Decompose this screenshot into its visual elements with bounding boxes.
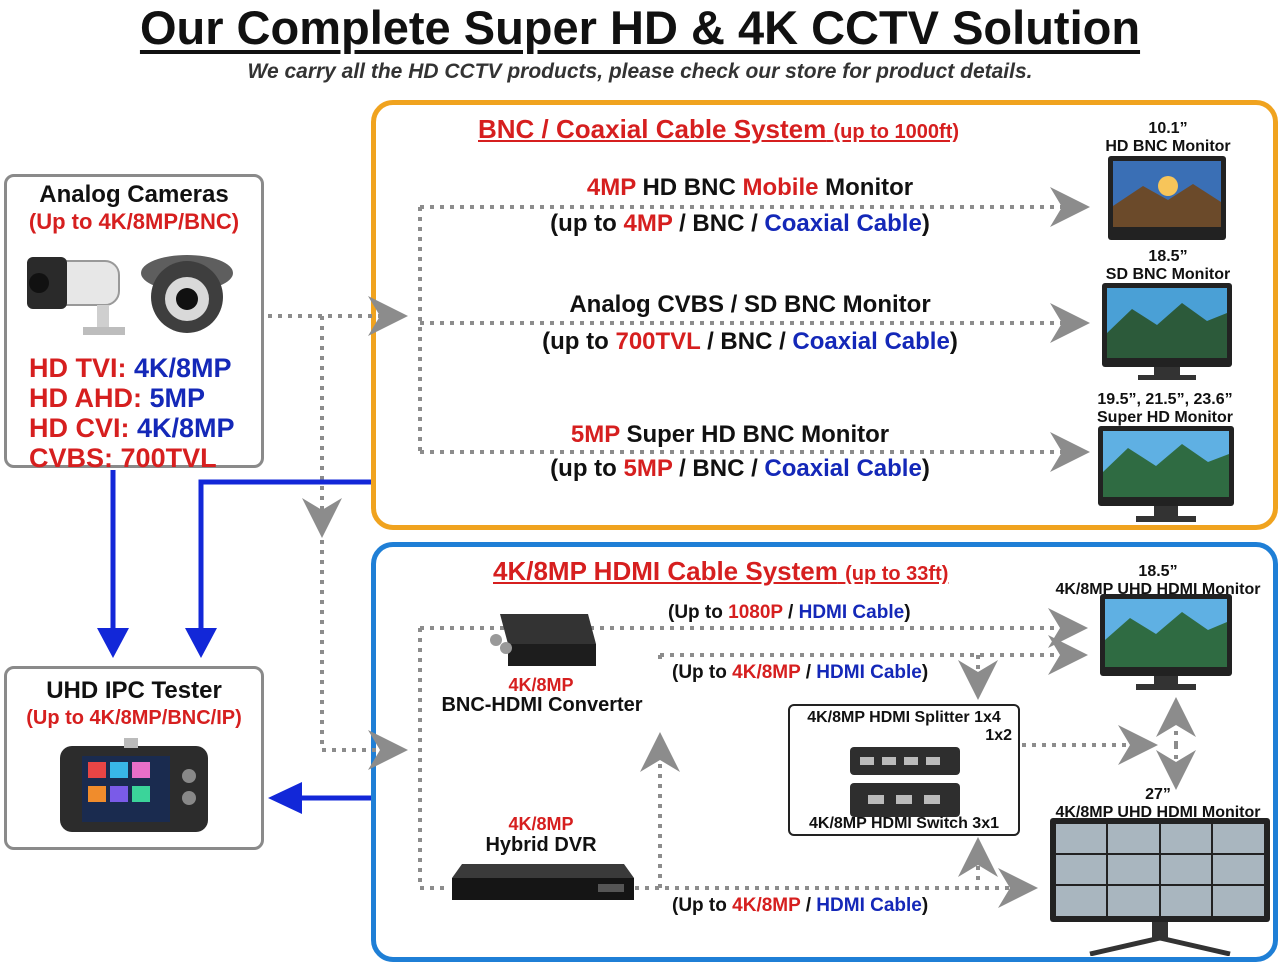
bnc-monitor-2-icon [1102, 283, 1232, 380]
hdmi-link-1080p: (Up to 1080P / HDMI Cable) [668, 602, 911, 623]
analog-cameras-box: Analog Cameras (Up to 4K/8MP/BNC) HD TVI… [4, 174, 264, 473]
bnc-monitor-1-icon [1108, 156, 1226, 240]
spec-cvi: HD CVI: 4K/8MP [29, 413, 235, 443]
blue-connection-lines [110, 470, 371, 801]
page-subtitle: We carry all the HD CCTV products, pleas… [247, 60, 1033, 83]
hdmi-monitor-2-label: 27” 4K/8MP UHD HDMI Monitor [1055, 786, 1261, 821]
page-title: Our Complete Super HD & 4K CCTV Solution [139, 1, 1141, 54]
dvr-res: 4K/8MP [508, 814, 574, 834]
hdmi-monitor-1-label: 18.5” 4K/8MP UHD HDMI Monitor [1055, 563, 1261, 598]
bnc-system-title: BNC / Coaxial Cable System (up to 1000ft… [478, 114, 960, 144]
bnc-row-1-name: 4MP HD BNC Mobile Monitor [586, 174, 914, 201]
hdmi-link-4k-upper: (Up to 4K/8MP / HDMI Cable) [672, 662, 929, 683]
bullet-camera-icon [27, 257, 125, 335]
ipc-tester-box: UHD IPC Tester (Up to 4K/8MP/BNC/IP) [4, 666, 264, 850]
splitter-switch-icons [850, 747, 960, 817]
analog-spec-list: HD TVI: 4K/8MP HD AHD: 5MP HD CVI: 4K/8M… [29, 353, 261, 473]
dvr-name: Hybrid DVR [485, 834, 597, 856]
splitter-ratio: 1x2 [985, 727, 1012, 744]
bnc-row-3-spec: (up to 5MP / BNC / Coaxial Cable) [550, 455, 930, 482]
blue-arrowheads [97, 628, 302, 814]
spec-ahd: HD AHD: 5MP [29, 383, 206, 413]
analog-cameras-title: Analog Cameras [39, 181, 229, 208]
bnc-hdmi-converter-icon [490, 614, 596, 666]
hybrid-dvr-icon [452, 864, 634, 900]
converter-res: 4K/8MP [508, 675, 574, 695]
bnc-monitor-3-label: 19.5”, 21.5”, 23.6” Super HD Monitor [1097, 391, 1233, 426]
bnc-monitor-1-label: 10.1” HD BNC Monitor [1105, 120, 1231, 155]
bnc-row-2-spec: (up to 700TVL / BNC / Coaxial Cable) [542, 328, 958, 355]
hdmi-monitor-2-icon [1050, 818, 1270, 956]
converter-name: BNC-HDMI Converter [441, 694, 643, 716]
ipc-tester-title: UHD IPC Tester [46, 677, 222, 704]
hdmi-system-title: 4K/8MP HDMI Cable System (up to 33ft) [493, 556, 949, 586]
dome-camera-icon [141, 255, 233, 333]
splitter-label: 4K/8MP HDMI Splitter 1x4 [807, 709, 1001, 726]
hdmi-monitor-1-icon [1100, 594, 1232, 690]
ipc-tester-range: (Up to 4K/8MP/BNC/IP) [26, 707, 242, 729]
camera-images [27, 255, 233, 335]
ipc-tester-device-icon [60, 738, 208, 832]
spec-cvbs: CVBS: 700TVL [29, 443, 217, 473]
bnc-row-2-name: Analog CVBS / SD BNC Monitor [569, 291, 931, 318]
bnc-monitor-2-label: 18.5” SD BNC Monitor [1105, 248, 1231, 283]
hdmi-link-4k-lower: (Up to 4K/8MP / HDMI Cable) [672, 895, 929, 916]
bnc-monitor-3-icon [1098, 426, 1234, 522]
bnc-row-1-spec: (up to 4MP / BNC / Coaxial Cable) [550, 210, 930, 237]
spec-tvi: HD TVI: 4K/8MP [29, 353, 232, 383]
bnc-row-3-name: 5MP Super HD BNC Monitor [570, 421, 890, 448]
analog-cameras-range: (Up to 4K/8MP/BNC) [28, 209, 240, 234]
switch-label: 4K/8MP HDMI Switch 3x1 [809, 815, 999, 832]
hdmi-splitter-icon [850, 747, 960, 775]
hdmi-switch-icon [850, 783, 960, 817]
splitter-switch-box: 4K/8MP HDMI Splitter 1x4 1x2 4K/8MP HDMI… [788, 704, 1020, 836]
